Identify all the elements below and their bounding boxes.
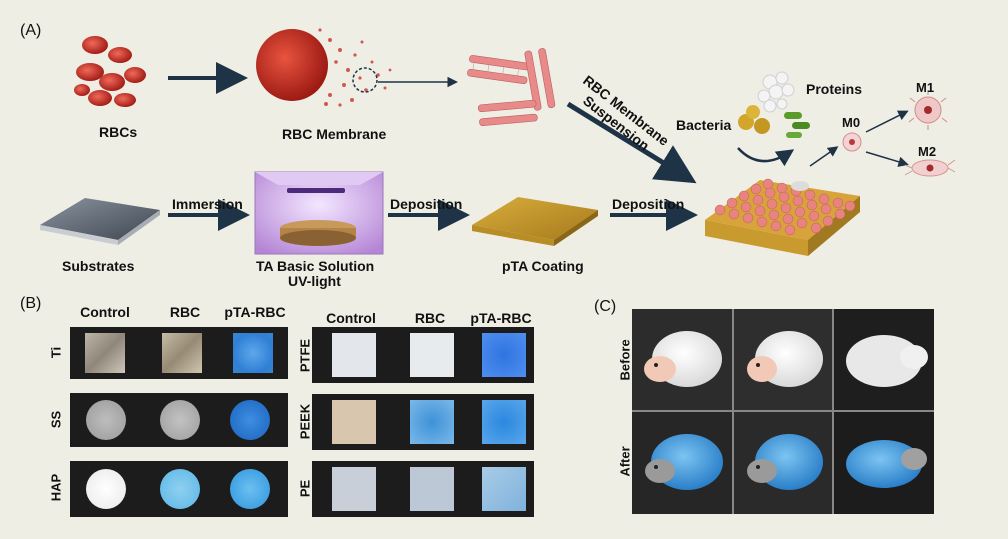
hap-control-sample [86, 469, 126, 509]
panel-a-label: (A) [20, 22, 42, 39]
m0-macrophage-illustration [842, 132, 862, 152]
ss-control-sample [86, 400, 126, 440]
b-left-col-pta-rbc: pTA-RBC [224, 304, 286, 320]
b-row-ti-photo [70, 327, 288, 379]
ti-rbc-sample [162, 333, 202, 373]
uv-chamber-illustration [254, 171, 384, 255]
bacteria-illustration [738, 105, 810, 138]
label-ta-basic-solution: TA Basic Solution [256, 258, 375, 274]
panel-c-label: (C) [594, 298, 617, 315]
substrate-illustration [40, 198, 160, 245]
b-row-ptfe-photo [312, 327, 534, 383]
m1-macrophage-illustration [908, 90, 948, 130]
b-row-peek-photo [312, 394, 534, 450]
label-immersion: Immersion [172, 196, 243, 212]
rbc-cluster-illustration [74, 36, 146, 107]
label-m0: M0 [842, 115, 861, 130]
label-proteins: Proteins [806, 81, 863, 97]
b-row-pe-photo [312, 461, 534, 517]
b-left-col-rbc: RBC [169, 304, 201, 320]
sheep-after-1 [632, 412, 732, 514]
b-row-ptfe: PTFE [297, 338, 313, 373]
arrow-curved-interaction [737, 147, 795, 167]
sheep-before-3 [834, 309, 934, 410]
peek-pta-rbc-sample [482, 400, 526, 444]
ss-rbc-sample [160, 400, 200, 440]
b-right-col-rbc: RBC [414, 310, 446, 326]
pta-coating-illustration [472, 197, 598, 246]
label-m2: M2 [918, 144, 937, 159]
ptfe-control-sample [332, 333, 376, 377]
label-deposition-1: Deposition [390, 196, 463, 212]
c-row-before: Before [617, 339, 633, 381]
b-right-col-pta-rbc: pTA-RBC [470, 310, 532, 326]
panel-c-photos [632, 309, 934, 514]
ss-pta-rbc-sample [230, 400, 270, 440]
sheep-after-2 [734, 412, 832, 514]
hap-pta-rbc-sample [230, 469, 270, 509]
b-left-col-control: Control [80, 304, 130, 320]
panel-b-label: (B) [20, 295, 42, 312]
rbc-coated-surface-illustration [705, 178, 860, 256]
pe-rbc-sample [410, 467, 454, 511]
b-row-pe: PE [297, 479, 313, 498]
sheep-before-1 [632, 309, 732, 410]
b-row-ss: SS [48, 410, 64, 429]
pe-pta-rbc-sample [482, 467, 526, 511]
label-substrates: Substrates [62, 258, 135, 274]
ti-control-sample [85, 333, 125, 373]
m2-macrophage-illustration [904, 159, 956, 177]
b-row-hap: HAP [48, 473, 64, 502]
b-row-peek: PEEK [297, 403, 313, 440]
ptfe-pta-rbc-sample [482, 333, 526, 377]
b-row-ss-photo [70, 393, 288, 447]
proteins-illustration [757, 71, 795, 113]
label-rbc-membrane: RBC Membrane [282, 126, 387, 142]
b-row-hap-photo [70, 461, 288, 517]
label-pta-coating: pTA Coating [502, 258, 584, 274]
arrow-suspension [566, 101, 697, 184]
label-bacteria: Bacteria [676, 117, 732, 133]
panel-a-diagram [40, 28, 956, 256]
ptfe-rbc-sample [410, 333, 454, 377]
peek-control-sample [332, 400, 376, 444]
sheep-after-3 [834, 412, 934, 514]
ti-pta-rbc-sample [233, 333, 273, 373]
b-right-col-control: Control [326, 310, 376, 326]
sheep-before-2 [734, 309, 832, 410]
peek-rbc-sample [410, 400, 454, 444]
label-uv-light: UV-light [288, 273, 341, 289]
label-m1: M1 [916, 80, 935, 95]
rbc-membrane-illustration [256, 28, 392, 107]
c-row-after: After [617, 446, 633, 477]
membrane-fragments-illustration [467, 48, 556, 126]
hap-rbc-sample [160, 469, 200, 509]
pe-control-sample [332, 467, 376, 511]
label-deposition-2: Deposition [612, 196, 685, 212]
label-rbcs: RBCs [99, 124, 138, 140]
b-row-ti: Ti [48, 346, 64, 359]
